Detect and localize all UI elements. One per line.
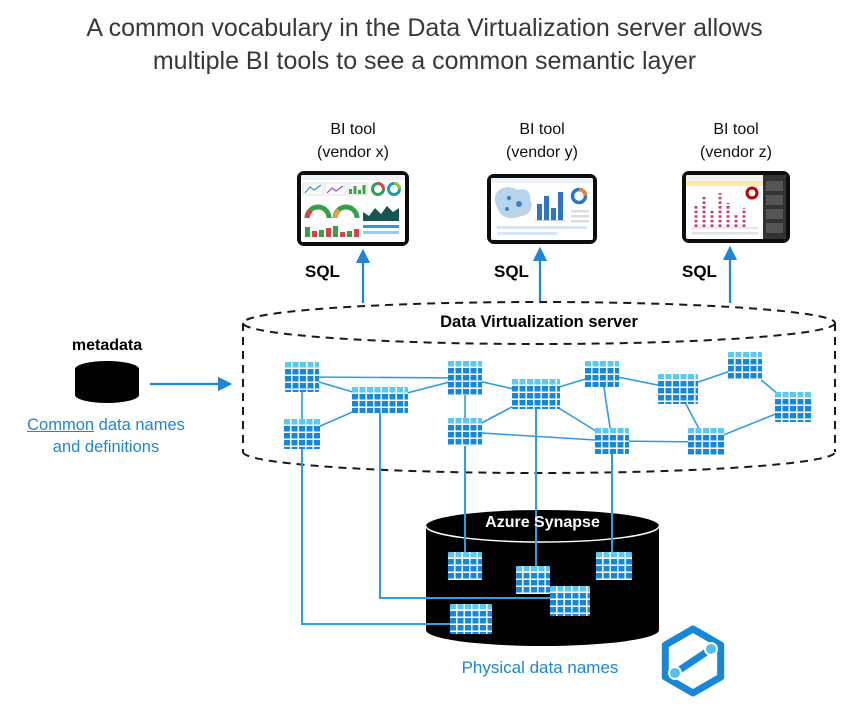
bi-tool-label-x: BI tool (vendor x): [293, 118, 413, 164]
page-title: A common vocabulary in the Data Virtuali…: [0, 12, 849, 77]
synapse-label: Azure Synapse: [485, 514, 600, 531]
bi-tool-name: BI tool: [330, 121, 376, 138]
metadata-caption-line-2: and definitions: [52, 438, 160, 457]
table-icon: [516, 566, 550, 594]
metadata-caption-underlined: Common: [27, 416, 95, 434]
table-icon: [448, 552, 482, 580]
bi-tool-label-z: BI tool (vendor z): [676, 118, 796, 164]
table-icon: [688, 428, 724, 456]
bi-tool-vendor: (vendor x): [316, 144, 390, 162]
title-line-2: multiple BI tools to see a common semant…: [152, 46, 697, 75]
title-line-1: A common vocabulary in the Data Virtuali…: [86, 14, 763, 42]
dv-server-cylinder: [242, 301, 836, 474]
table-icon: [284, 419, 320, 449]
bi-tool-name: BI tool: [519, 121, 565, 138]
physical-data-caption: Physical data names: [461, 658, 619, 677]
table-icon: [352, 387, 408, 413]
bi-tool-monitor-y: [487, 174, 597, 244]
table-icon: [512, 379, 560, 409]
dashboard-preview-vendor-y: [491, 178, 593, 240]
metadata-caption: Common data names and definitions: [6, 414, 206, 459]
bi-tool-monitor-x: [297, 171, 409, 246]
table-icon: [658, 374, 698, 404]
bi-tool-label-y: BI tool (vendor y): [482, 118, 602, 164]
bi-tool-name: BI tool: [713, 121, 759, 138]
table-icon: [285, 362, 319, 392]
table-icon: [585, 361, 619, 387]
metadata-caption-rest: data names: [94, 416, 185, 434]
table-icon: [550, 586, 590, 616]
table-icon: [596, 552, 632, 580]
table-icon: [728, 352, 762, 380]
dv-server-label: Data Virtualization server: [440, 313, 638, 331]
sql-label-y: SQL: [494, 262, 529, 281]
metadata-database-icon: [75, 361, 139, 403]
table-icon: [450, 604, 492, 634]
table-icon: [448, 361, 482, 395]
sql-label-z: SQL: [682, 262, 717, 281]
dashboard-preview-vendor-x: [301, 175, 405, 242]
bi-tool-vendor: (vendor y): [505, 144, 579, 162]
bi-tool-vendor: (vendor z): [699, 144, 773, 162]
dashboard-preview-vendor-z: [686, 175, 786, 239]
table-icon: [775, 392, 811, 422]
synapse-connector-lines: [301, 409, 613, 625]
azure-synapse-logo-icon: [661, 625, 725, 697]
metadata-caption-line-1: Common data names: [6, 414, 206, 436]
table-icon: [595, 428, 629, 454]
table-icon: [448, 418, 482, 446]
bi-tool-monitor-z: [682, 171, 790, 243]
metadata-label: metadata: [71, 337, 143, 354]
sql-label-x: SQL: [305, 262, 340, 281]
flow-arrows: [150, 245, 738, 392]
